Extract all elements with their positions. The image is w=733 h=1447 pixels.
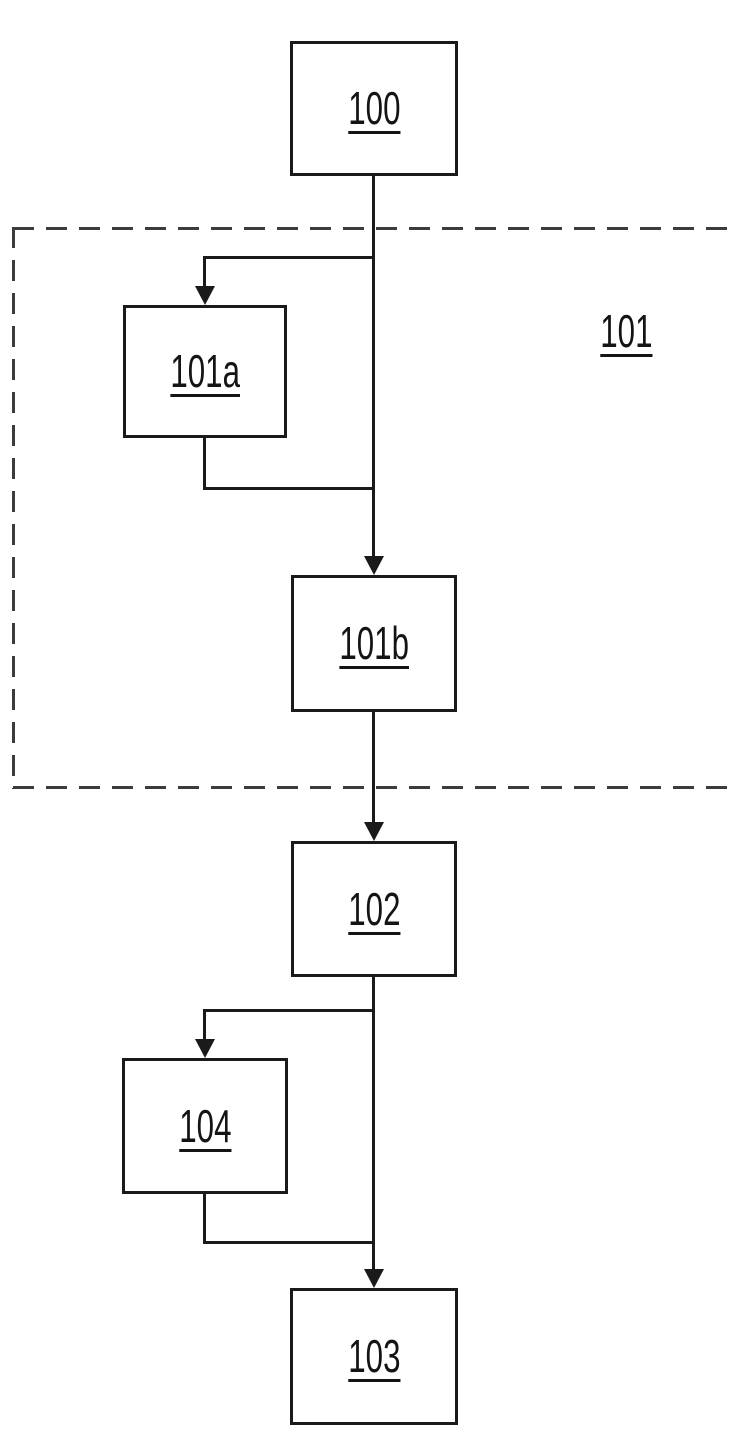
flow-box-103: 103 [290, 1288, 458, 1425]
flow-box-101a: 101a [123, 305, 287, 438]
region-101-label-text: 101 [600, 305, 653, 357]
connector-branch-to-101a-vertical [203, 256, 206, 289]
connector-branch-to-101a-horizontal [203, 256, 375, 259]
connector-102-to-103 [372, 977, 375, 1271]
connector-101a-rejoin-horizontal [203, 487, 375, 490]
arrowhead-into-102 [364, 822, 384, 841]
arrowhead-into-101b [364, 556, 384, 575]
flow-box-101a-label: 101a [170, 345, 240, 398]
arrowhead-into-101a [195, 286, 215, 305]
arrowhead-into-103 [364, 1269, 384, 1288]
flow-box-103-label: 103 [347, 1330, 401, 1383]
connector-101b-to-102 [372, 712, 375, 824]
flow-box-101b-label: 101b [339, 617, 409, 670]
flow-box-101b: 101b [291, 575, 457, 712]
flow-box-102: 102 [291, 841, 457, 977]
flow-box-100: 100 [290, 41, 458, 176]
flow-box-102-label: 102 [347, 882, 401, 935]
connector-101a-rejoin-vertical [203, 438, 206, 490]
region-101-border-left [12, 227, 15, 789]
arrowhead-into-104 [195, 1039, 215, 1058]
flow-box-104: 104 [122, 1058, 288, 1194]
connector-100-to-101b [372, 176, 375, 560]
connector-104-rejoin-vertical [203, 1194, 206, 1244]
connector-104-rejoin-horizontal [203, 1241, 375, 1244]
region-101-label: 101 [588, 306, 665, 357]
flow-box-100-label: 100 [347, 82, 401, 135]
connector-branch-to-104-horizontal [203, 1009, 375, 1012]
flow-box-104-label: 104 [178, 1099, 232, 1152]
connector-branch-to-104-vertical [203, 1009, 206, 1042]
